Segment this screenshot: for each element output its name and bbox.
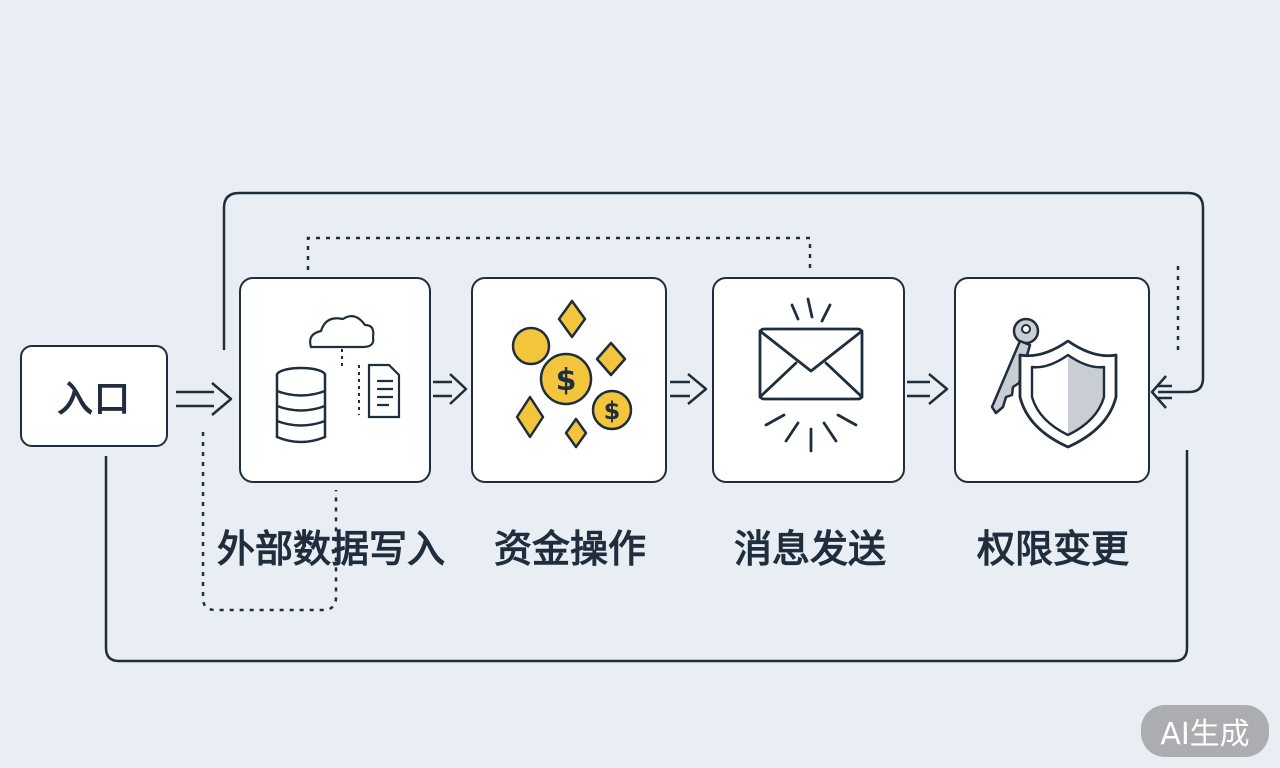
ai-generated-badge: AI生成 [1141,705,1269,757]
stage-label-fund-operation: 资金操作 [493,527,646,571]
key-shield-icon [990,317,1118,449]
entry-label: 入口 [56,379,131,420]
arrow-msg-to-perm [907,373,949,405]
bottom-feedback-loop [104,450,1189,663]
arrow-loop-into-perm [1150,375,1172,409]
top-feedback-loop [222,191,1205,394]
stage-box-fund-operation: $ $ [471,277,667,483]
database-cloud-document-icon [275,314,401,444]
dotted-link-bottom [201,432,338,612]
ai-generated-badge-label: AI生成 [1160,717,1250,752]
stage-box-data-write [239,277,431,483]
stage-label-message-send: 消息发送 [733,527,886,571]
stage-label-permission-change: 权限变更 [976,527,1129,571]
arrow-fund-to-msg [670,373,708,405]
svg-text:$: $ [556,363,577,398]
arrow-entry-to-data [176,382,233,416]
envelope-burst-icon [758,297,864,453]
coins-diamonds-icon: $ $ [511,299,633,449]
stage-box-message-send [712,277,905,483]
dotted-link-top [306,236,812,270]
stage-label-data-write: 外部数据写入 [216,527,445,571]
arrow-data-to-fund [433,373,468,405]
stage-box-permission-change [954,277,1150,483]
entry-box: 入口 [20,345,168,447]
svg-text:$: $ [604,397,621,425]
